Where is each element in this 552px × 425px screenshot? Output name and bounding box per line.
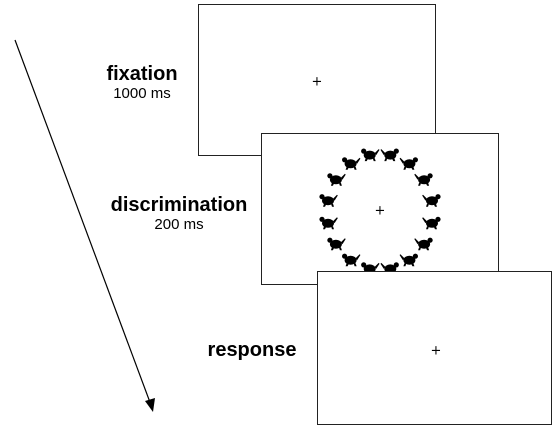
stimulus-figure — [327, 237, 346, 251]
fixation-duration: 1000 ms — [113, 85, 171, 102]
fixation-label: fixation 1000 ms — [98, 63, 186, 103]
stimulus-figure — [422, 216, 441, 230]
stimulus-figure — [319, 194, 338, 207]
stimulus-figure — [361, 148, 380, 162]
response-label: response — [200, 339, 304, 361]
stimulus-figure — [319, 216, 338, 230]
stimulus-figure — [399, 157, 418, 170]
stimulus-figure — [380, 148, 399, 162]
discrimination-cross: + — [374, 203, 386, 219]
response-title: response — [207, 339, 297, 361]
stimulus-figure — [342, 157, 361, 170]
discrimination-label: discrimination 200 ms — [100, 194, 258, 234]
stimulus-figure — [399, 253, 418, 267]
discrimination-duration: 200 ms — [154, 216, 204, 233]
stimulus-ring — [319, 148, 441, 275]
discrimination-title: discrimination — [110, 194, 248, 216]
fixation-screen: + — [198, 4, 436, 156]
stimulus-figure — [327, 173, 346, 186]
stimulus-figure — [422, 194, 441, 207]
fixation-title: fixation — [106, 63, 178, 85]
stimulus-figure — [414, 173, 433, 186]
fixation-cross: + — [311, 74, 323, 90]
stimulus-figure — [414, 237, 433, 251]
discrimination-screen: + — [261, 133, 499, 285]
response-screen: + — [317, 271, 552, 425]
stimulus-figure — [342, 253, 361, 267]
response-cross: + — [430, 343, 442, 359]
